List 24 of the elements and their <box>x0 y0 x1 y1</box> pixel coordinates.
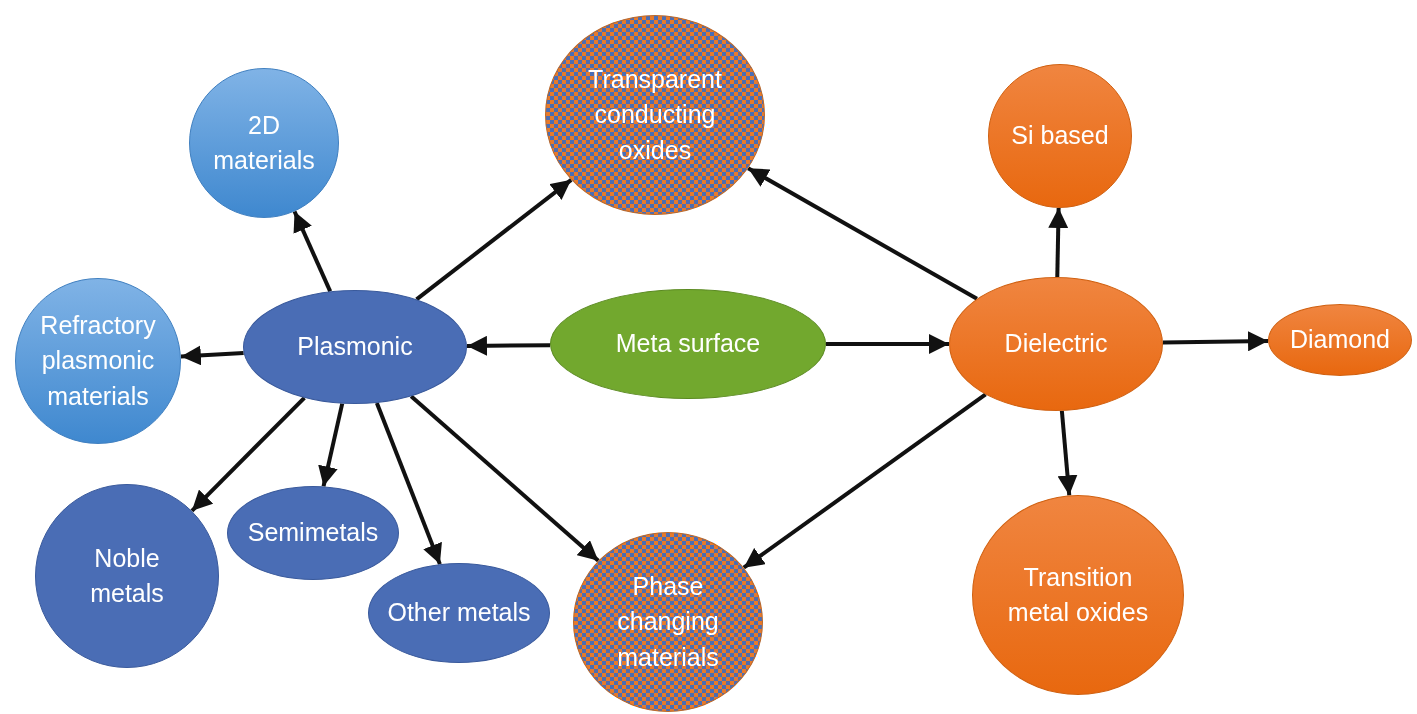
node-label: Other metals <box>386 597 532 629</box>
node-label: Plasmonic <box>296 331 414 363</box>
arrow <box>318 403 345 487</box>
arrow <box>826 334 949 354</box>
node-label: 2D materials <box>212 109 316 176</box>
arrow <box>1162 331 1269 352</box>
node-label: Dielectric <box>1003 328 1109 360</box>
node-label: Si based <box>1010 120 1110 152</box>
node-label: Transition metal oxides <box>1006 561 1150 628</box>
node-label: Diamond <box>1288 324 1392 356</box>
node-label: Refractory plasmonic materials <box>39 309 157 412</box>
arrow <box>190 396 306 513</box>
node-label: Meta surface <box>614 328 762 360</box>
node-label: Semimetals <box>246 517 380 549</box>
arrow <box>1057 410 1078 496</box>
arrow <box>1048 207 1069 278</box>
arrow <box>415 178 573 301</box>
arrow <box>466 335 551 356</box>
arrow <box>747 166 978 301</box>
arrow <box>409 394 600 563</box>
node-label: Noble metals <box>89 542 165 609</box>
arrow <box>375 402 442 565</box>
arrow <box>742 392 987 570</box>
arrow <box>180 345 244 366</box>
